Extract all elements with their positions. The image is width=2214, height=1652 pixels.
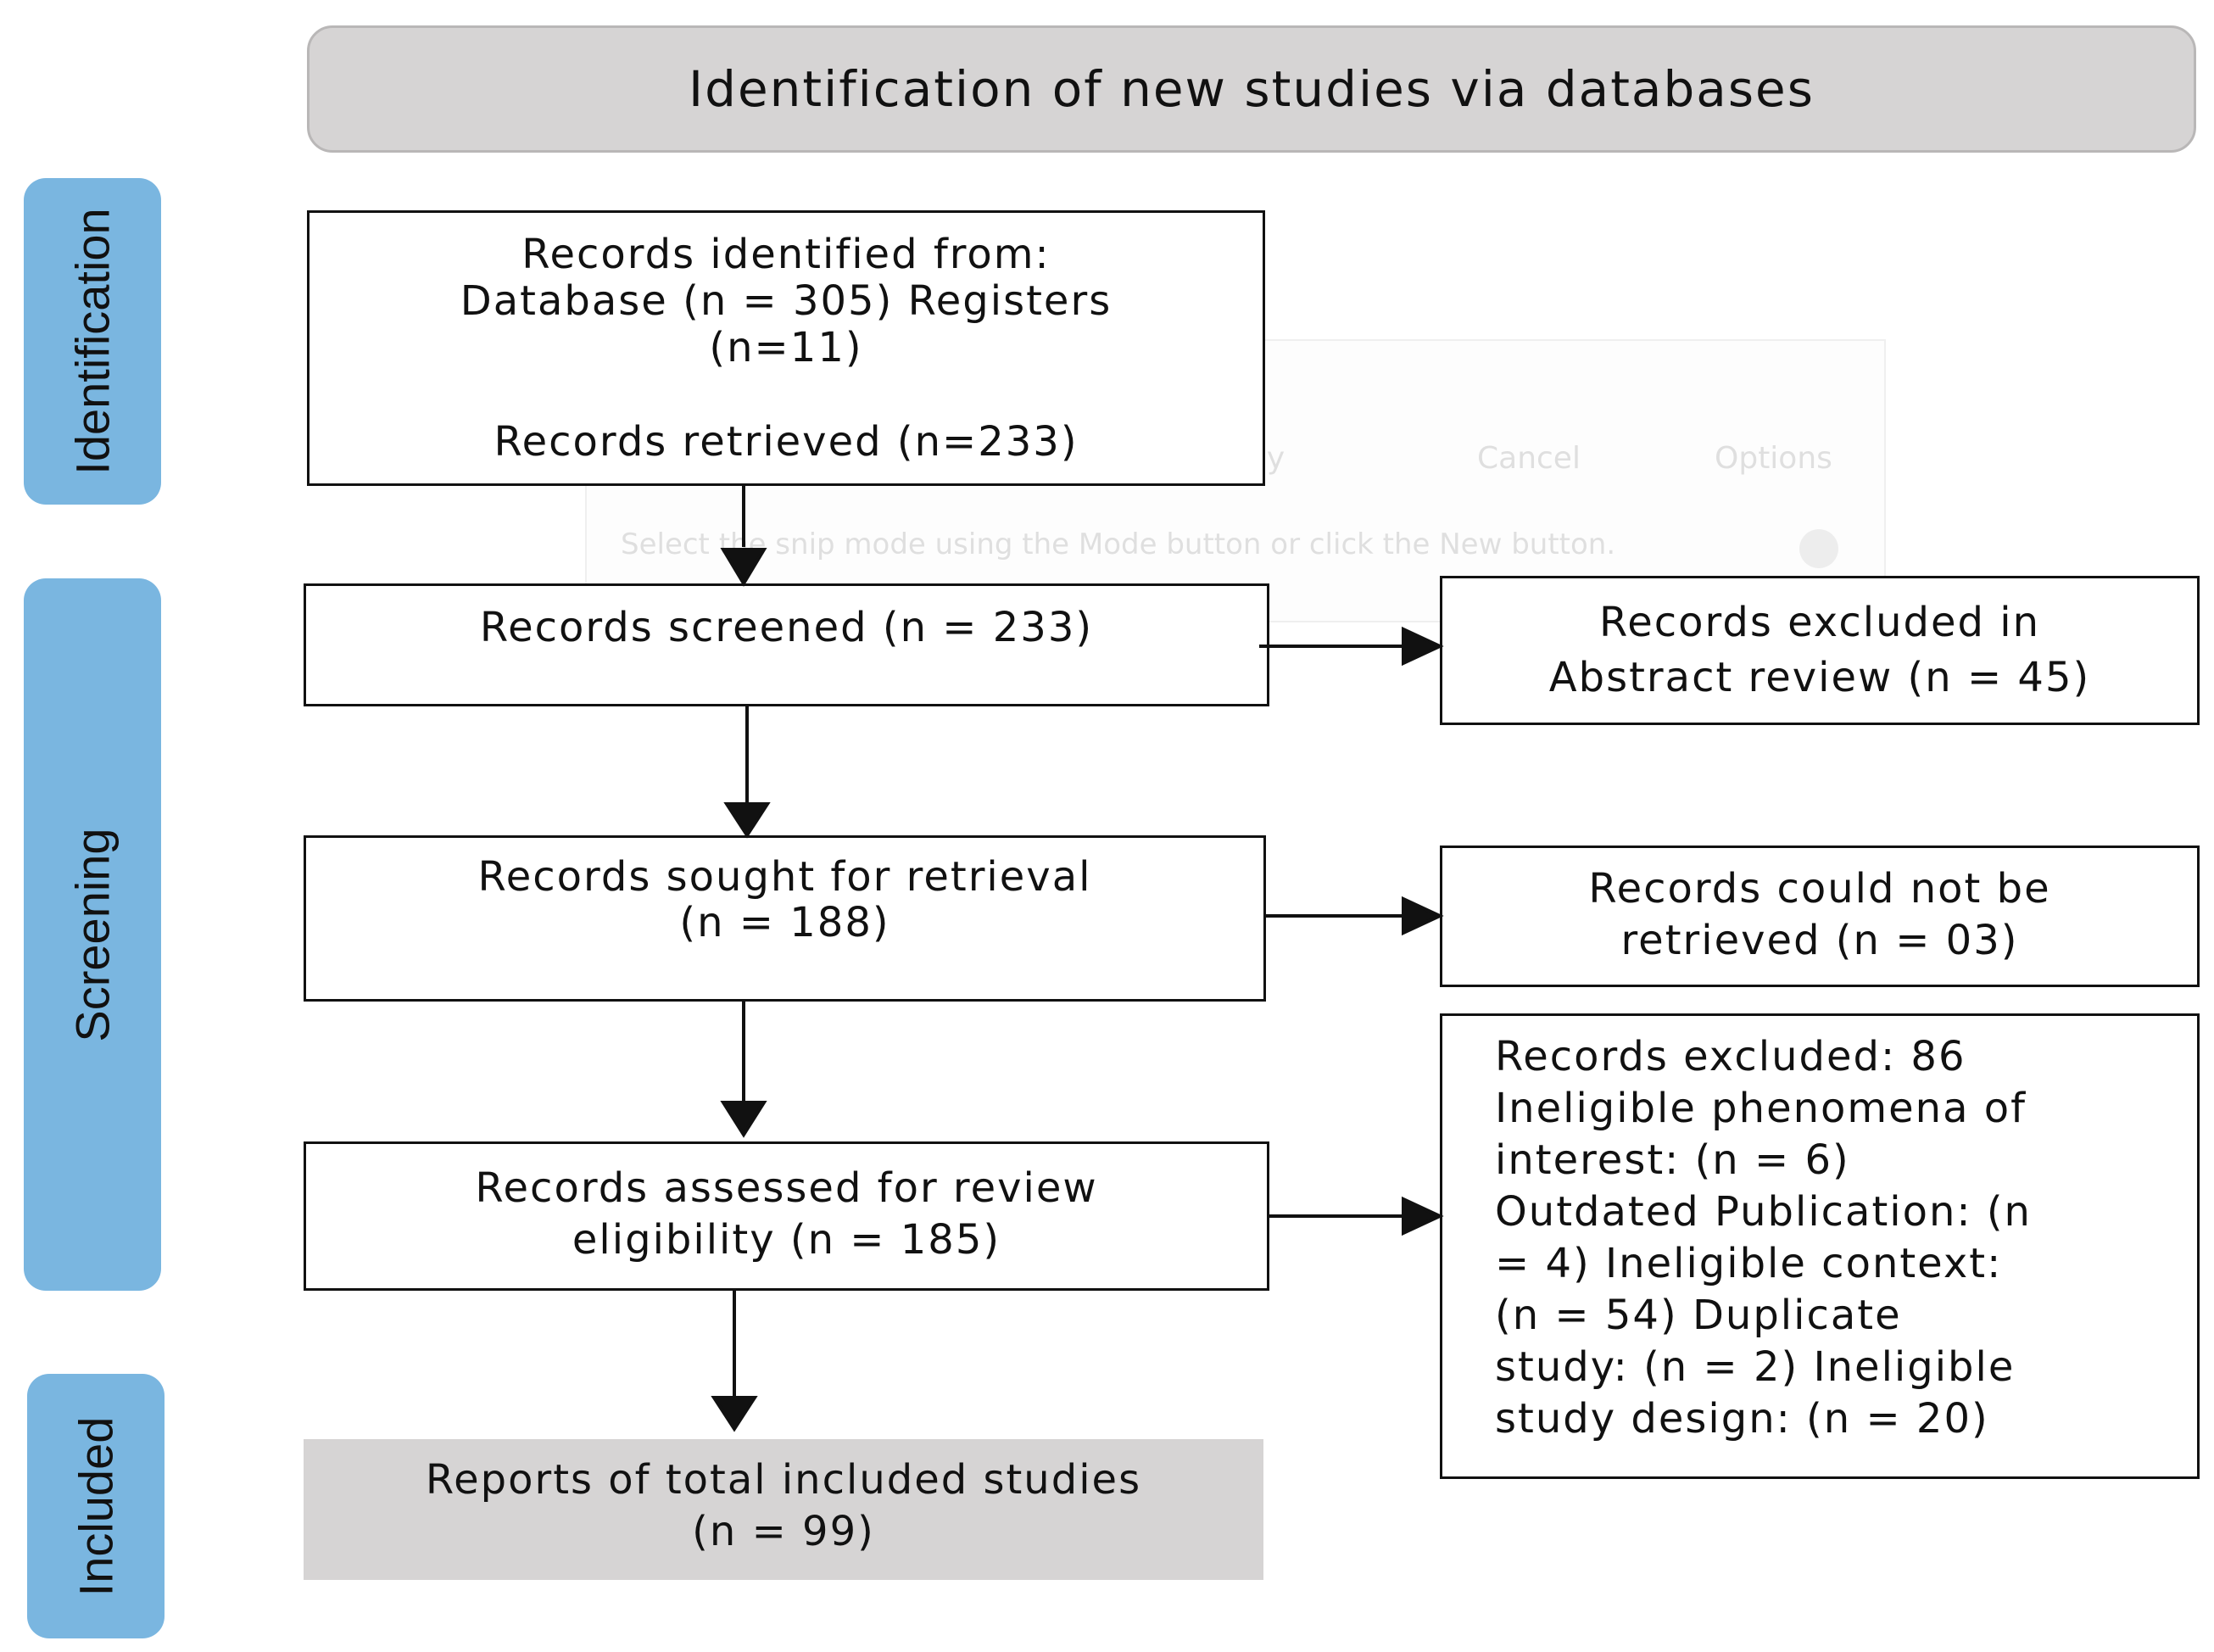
arrowhead-screened-to-excluded (1402, 626, 1444, 667)
arrowhead-sought-to-not-retrieved (1402, 896, 1444, 936)
arrowhead-assessed-to-excluded (1402, 1196, 1444, 1236)
box-records-sought: Records sought for retrieval (n = 188) (304, 835, 1266, 1002)
help-icon (1799, 529, 1838, 568)
box-excluded-abstract: Records excluded in Abstract review (n =… (1440, 576, 2200, 725)
header-title: Identification of new studies via databa… (689, 60, 1815, 118)
excluded-reason-line: = 4) Ineligible context: (1495, 1239, 2003, 1287)
arrowhead-screened-to-sought (723, 802, 771, 839)
screened-line1: Records screened (n = 233) (479, 604, 1094, 651)
ghost-cancel-button: Cancel (1477, 441, 1581, 476)
stage-included: Included (27, 1374, 165, 1638)
not-retrieved-line1: Records could not be (1588, 865, 2051, 913)
identified-line1: Records identified from: (521, 231, 1051, 278)
excluded-reason-line: Ineligible phenomena of (1495, 1084, 2027, 1132)
excluded-reason-line: study: (n = 2) Ineligible (1495, 1342, 2016, 1391)
box-records-assessed: Records assessed for review eligibility … (304, 1141, 1269, 1291)
assessed-line2: eligibility (n = 185) (572, 1216, 1001, 1264)
included-line2: (n = 99) (692, 1508, 875, 1556)
arrowhead-sought-to-assessed (720, 1101, 767, 1138)
excluded-abstract-line1: Records excluded in (1599, 599, 2040, 646)
ghost-options-button: Options (1715, 441, 1832, 476)
stage-label-screening: Screening (65, 827, 120, 1042)
header-banner: Identification of new studies via databa… (307, 25, 2196, 153)
sought-line1: Records sought for retrieval (477, 853, 1092, 901)
stage-label-included: Included (69, 1416, 123, 1596)
assessed-line1: Records assessed for review (475, 1164, 1098, 1212)
identified-line4: Records retrieved (n=233) (494, 417, 1079, 466)
stage-screening: Screening (24, 578, 161, 1291)
box-records-identified: Records identified from: Database (n = 3… (307, 210, 1265, 486)
not-retrieved-line2: retrieved (n = 03) (1620, 917, 2019, 965)
included-line1: Reports of total included studies (425, 1456, 1142, 1504)
arrowhead-assessed-to-included (711, 1396, 758, 1432)
box-records-screened: Records screened (n = 233) (304, 583, 1269, 706)
arrowhead-identified-to-screened (720, 548, 767, 587)
box-excluded-reasons: Records excluded: 86 Ineligible phenomen… (1440, 1013, 2200, 1479)
excluded-reason-line: study design: (n = 20) (1495, 1394, 1989, 1443)
stage-label-identification: Identification (65, 208, 120, 475)
excluded-reason-line: Outdated Publication: (n (1495, 1187, 2032, 1236)
identified-line2: Database (n = 305) Registers (460, 277, 1113, 326)
excluded-reason-line: interest: (n = 6) (1495, 1136, 1850, 1184)
box-included-studies: Reports of total included studies (n = 9… (304, 1439, 1263, 1580)
identified-line3: (n=11) (709, 324, 863, 372)
stage-identification: Identification (24, 178, 161, 505)
box-not-retrieved: Records could not be retrieved (n = 03) (1440, 846, 2200, 987)
excluded-reason-line: (n = 54) Duplicate (1495, 1291, 1902, 1339)
ghost-hint: Select the snip mode using the Mode butt… (621, 527, 1616, 561)
sought-line2: (n = 188) (679, 898, 890, 946)
excluded-reason-line: Records excluded: 86 (1495, 1033, 1966, 1080)
excluded-abstract-line2: Abstract review (n = 45) (1548, 654, 2091, 702)
